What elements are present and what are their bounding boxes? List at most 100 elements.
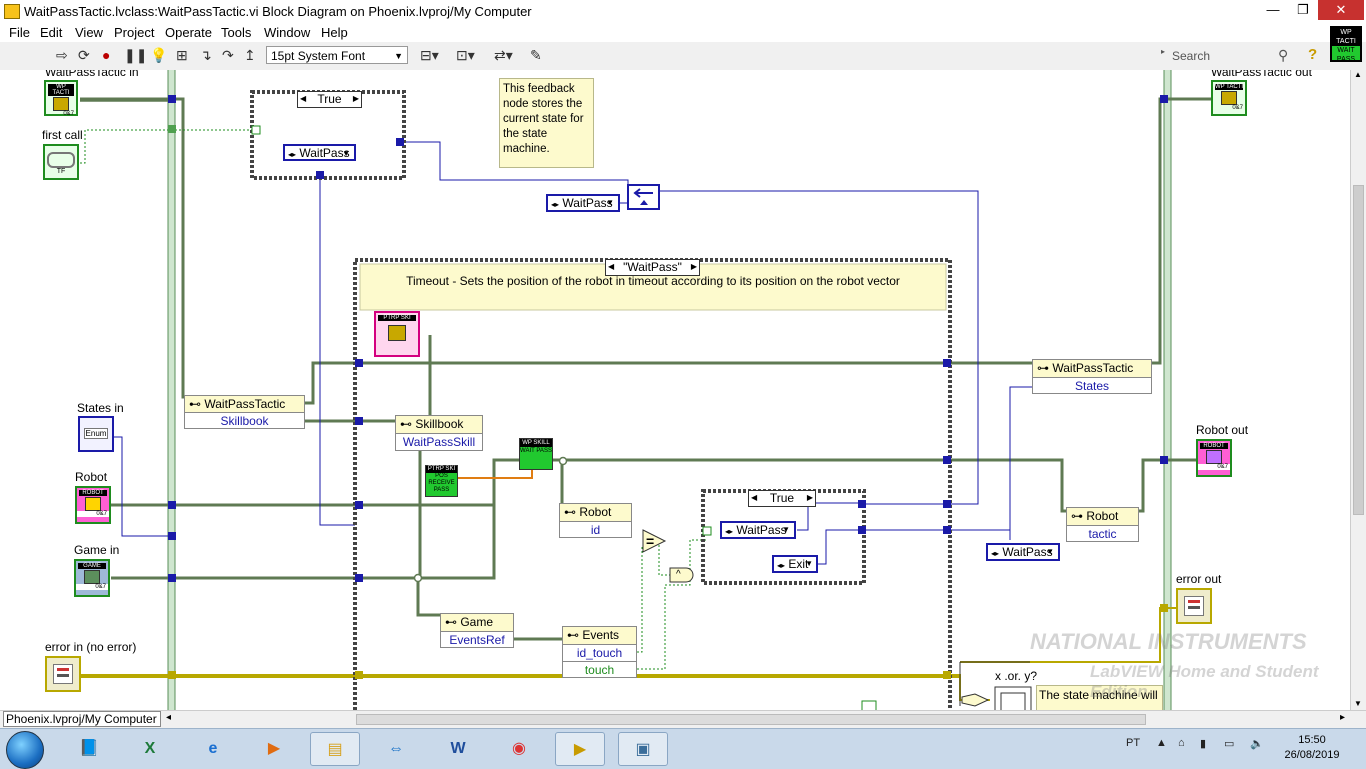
vi-connector-icon[interactable]: WP TACTI WAIT PASS (1330, 26, 1362, 63)
increment-arrow-icon[interactable]: ▶ (352, 94, 359, 103)
exit-enum-constant[interactable]: ◂▸ Exit ▼ (772, 555, 818, 573)
unbundle-skillbook[interactable]: ⊷ Skillbook WaitPassSkill (395, 415, 483, 451)
pause-icon[interactable]: ❚❚ (124, 47, 148, 63)
tray-expand-icon[interactable]: ▲ (1156, 737, 1167, 749)
run-arrow-icon[interactable]: ⇨ (56, 47, 68, 63)
abort-icon[interactable]: ● (102, 47, 111, 63)
taskbar-teamviewer-icon[interactable]: ⇔ (388, 740, 404, 757)
distribute-objects-icon[interactable]: ⊡▾ (456, 47, 475, 63)
scroll-down-icon[interactable]: ▼ (1354, 699, 1362, 708)
taskbar-excel-icon[interactable]: X (144, 740, 156, 757)
enum-icon: ◂▸ (777, 561, 786, 570)
scroll-left-icon[interactable]: ◂ (166, 712, 172, 723)
pos-receive-pass-subvi[interactable]: PTRP SKI POS RECEIVE PASS (425, 465, 458, 497)
error-out-terminal[interactable] (1176, 588, 1212, 624)
unbundle-robot-id[interactable]: ⊷ Robot id (559, 503, 632, 538)
menu-edit[interactable]: Edit (40, 25, 63, 40)
font-select[interactable]: 15pt System Font ▼ (266, 46, 408, 64)
project-context[interactable]: Phoenix.lvproj/My Computer (3, 711, 161, 727)
tray-device-icon[interactable]: ⌂ (1178, 737, 1185, 749)
waitpass-enum-constant-inner[interactable]: ◂▸ WaitPass ▼ (720, 521, 796, 539)
bundle-robot[interactable]: ⊶ Robot tactic (1066, 507, 1139, 542)
search-placeholder: Search (1172, 49, 1211, 63)
increment-arrow-icon[interactable]: ▶ (690, 262, 697, 271)
run-continuously-icon[interactable]: ⟳ (78, 47, 90, 63)
menu-window[interactable]: Window (264, 25, 311, 40)
bundle-header: ⊶ Robot (1067, 508, 1138, 526)
main-case-selector[interactable]: ◀ "WaitPass" ▶ (605, 259, 700, 276)
vertical-scroll-thumb[interactable] (1353, 185, 1364, 515)
select-primitive[interactable] (959, 661, 1032, 710)
step-into-icon[interactable]: ↴ (200, 47, 212, 63)
waitpasstactic-in-terminal[interactable]: WP TACTI 0&7 (44, 80, 78, 117)
unbundle-game[interactable]: ⊷ Game EventsRef (440, 613, 514, 648)
decrement-arrow-icon[interactable]: ◀ (300, 94, 307, 103)
start-button[interactable] (6, 731, 44, 769)
taskbar-file-explorer-icon[interactable]: 📘 (79, 740, 99, 757)
retain-wire-values-icon[interactable]: ⊞ (176, 47, 188, 63)
scroll-up-icon[interactable]: ▲ (1354, 70, 1362, 79)
horizontal-scroll-thumb[interactable] (356, 714, 1146, 725)
unbundle-events[interactable]: ⊷ Events id_touch touch (562, 626, 637, 678)
block-diagram-canvas[interactable]: WaitPassTactic in first call States in R… (0, 70, 1350, 710)
bool-constant[interactable] (861, 700, 877, 710)
restore-button[interactable]: ❐ (1297, 2, 1309, 17)
robot-in-terminal[interactable]: ROBOT 0&7 (75, 486, 111, 524)
equal-primitive[interactable] (642, 529, 667, 553)
taskbar-labview-icon[interactable]: ▶ (555, 732, 605, 766)
feedback-node[interactable] (627, 184, 660, 210)
first-call-terminal[interactable]: TF (43, 144, 79, 180)
decrement-arrow-icon[interactable]: ◀ (751, 493, 758, 502)
taskbar-chrome-icon[interactable]: ◉ (512, 740, 526, 757)
clock[interactable]: 15:50 26/08/2019 (1282, 733, 1342, 763)
states-in-terminal[interactable]: Enum (78, 416, 114, 452)
language-indicator[interactable]: PT (1126, 737, 1141, 749)
taskbar-folder-icon[interactable]: ▤ (310, 732, 360, 766)
step-over-icon[interactable]: ↷ (222, 47, 234, 63)
wp-skill-wait-pass-subvi[interactable]: WP SKILL WAIT PASS (519, 438, 553, 470)
help-icon[interactable]: ? (1308, 46, 1318, 63)
battery-icon[interactable]: ▭ (1224, 738, 1235, 750)
terminal-icon-text: WP TACTI (1215, 84, 1244, 90)
vertical-scrollbar[interactable]: ▲ ▼ (1350, 70, 1366, 710)
waitpass-enum-constant-right[interactable]: ◂▸ WaitPass ▼ (986, 543, 1060, 561)
align-objects-icon[interactable]: ⊟▾ (420, 47, 439, 63)
taskbar-media-player-icon[interactable]: ▶ (267, 740, 281, 757)
reorder-icon[interactable]: ⇄▾ (494, 47, 513, 63)
class-cube-icon (85, 497, 101, 511)
increment-arrow-icon[interactable]: ▶ (806, 493, 813, 502)
inner-case-selector[interactable]: ◀ True ▶ (748, 490, 816, 507)
ptrp-ski-class-constant[interactable]: PTRP SKI (374, 311, 420, 357)
game-in-terminal[interactable]: GAME 0&7 (74, 559, 110, 597)
unbundle-icon: ⊷ (445, 615, 457, 629)
vi-icon-line: WP TACTI (1332, 28, 1360, 46)
menu-file[interactable]: File (9, 25, 30, 40)
taskbar-word-icon[interactable]: W (450, 740, 466, 757)
and-primitive[interactable] (669, 567, 694, 583)
menu-help[interactable]: Help (321, 25, 348, 40)
menu-view[interactable]: View (75, 25, 103, 40)
menu-tools[interactable]: Tools (221, 25, 252, 40)
decrement-arrow-icon[interactable]: ◀ (608, 262, 615, 271)
close-button[interactable]: ✕ (1318, 0, 1364, 20)
waitpass-enum-constant-top[interactable]: ◂▸ WaitPass ▼ (283, 144, 356, 161)
top-case-selector[interactable]: ◀ True ▶ (297, 91, 362, 108)
minimize-button[interactable]: — (1266, 2, 1280, 17)
menu-operate[interactable]: Operate (165, 25, 212, 40)
network-icon[interactable]: ▮ (1200, 738, 1207, 750)
scroll-right-icon[interactable]: ▸ (1340, 712, 1346, 723)
robot-out-terminal[interactable]: ROBOT 0&7 (1196, 439, 1232, 477)
search-box[interactable]: ▸ Search ⚲ (1161, 47, 1298, 65)
menu-project[interactable]: Project (114, 25, 155, 40)
step-out-icon[interactable]: ↥ (244, 47, 256, 63)
taskbar-image-viewer-icon[interactable]: ▣ (618, 732, 668, 766)
unbundle-waitpasstactic[interactable]: ⊷ WaitPassTactic Skillbook (184, 395, 305, 429)
highlight-execution-icon[interactable]: 💡 (150, 47, 168, 63)
error-in-terminal[interactable] (45, 656, 81, 692)
waitpasstactic-out-terminal[interactable]: WP TACTI 0&7 (1211, 80, 1247, 116)
bundle-waitpasstactic[interactable]: ⊶ WaitPassTactic States (1032, 359, 1152, 394)
volume-icon[interactable]: 🔈 (1250, 738, 1264, 750)
waitpass-feedback-constant[interactable]: ◂▸ WaitPass ▼ (546, 194, 620, 212)
taskbar-ie-icon[interactable]: e (208, 740, 218, 757)
cleanup-diagram-icon[interactable]: ✎ (530, 47, 542, 63)
